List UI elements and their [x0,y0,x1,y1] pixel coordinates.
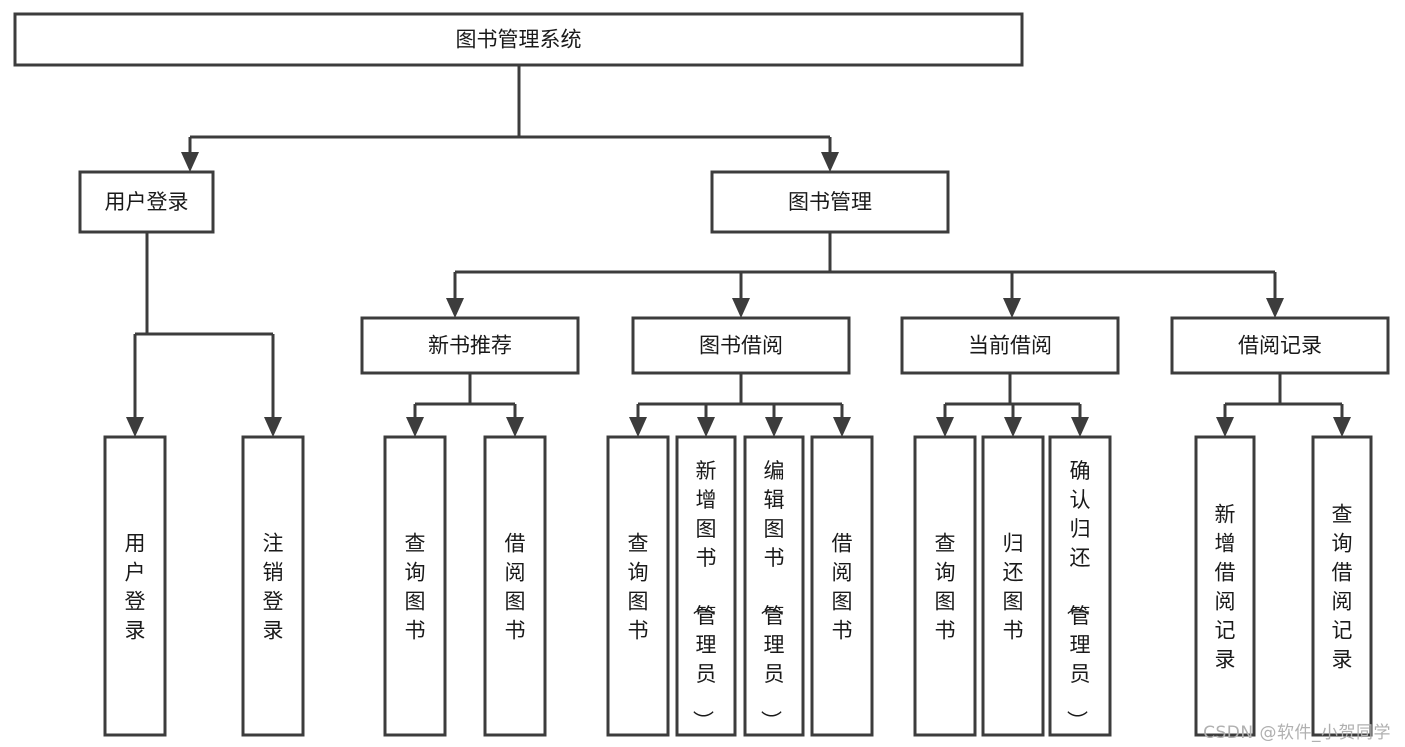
node-box[interactable] [810,435,874,737]
node-leaf-borrow-book[interactable]: 借阅图书 [810,435,874,737]
node-label: 查询图书 [628,532,649,643]
connector-layer [126,65,1351,437]
node-leaf-confirm-return[interactable]: 确认归还（管理员） [1048,435,1112,737]
node-label: 当前借阅 [968,334,1052,358]
node-label: 图书借阅 [699,334,783,358]
node-label: 新书推荐 [428,334,512,358]
node-label: 借阅图书 [832,532,853,643]
node-box[interactable] [900,316,1120,375]
arrow-head-icon [181,152,199,172]
connector-group-book-management-bus [446,232,1284,318]
node-leaf-user-login[interactable]: 用户登录 [103,435,167,737]
node-box[interactable] [981,435,1045,737]
arrow-head-icon [1004,417,1022,437]
node-box[interactable] [103,435,167,737]
node-box[interactable] [483,435,547,737]
node-layer: 图书管理系统用户登录图书管理新书推荐图书借阅当前借阅借阅记录用户登录注销登录查询… [13,12,1390,737]
node-leaf-query-book-borrow[interactable]: 查询图书 [606,435,670,737]
node-book-management[interactable]: 图书管理 [710,170,950,234]
arrow-head-icon [1266,298,1284,318]
node-box[interactable] [710,170,950,234]
arrow-head-icon [765,417,783,437]
node-new-book-recommend[interactable]: 新书推荐 [360,316,580,375]
node-box[interactable] [383,435,447,737]
arrow-head-icon [821,152,839,172]
arrow-head-icon [1333,417,1351,437]
node-box[interactable] [1048,435,1112,737]
node-label: 用户登录 [105,190,189,214]
node-user-login[interactable]: 用户登录 [78,170,215,234]
node-box[interactable] [1311,435,1373,737]
arrow-head-icon [446,298,464,318]
node-label: 用户登录 [125,532,146,643]
node-leaf-logout[interactable]: 注销登录 [241,435,305,737]
node-box[interactable] [1170,316,1390,375]
arrow-head-icon [732,298,750,318]
node-current-borrow[interactable]: 当前借阅 [900,316,1120,375]
node-box[interactable] [241,435,305,737]
node-box[interactable] [743,435,805,737]
node-box[interactable] [606,435,670,737]
node-box[interactable] [78,170,215,234]
node-box[interactable] [360,316,580,375]
arrow-head-icon [126,417,144,437]
connector-group-root-bus [181,65,839,172]
node-book-borrow[interactable]: 图书借阅 [631,316,851,375]
node-leaf-query-book-current[interactable]: 查询图书 [913,435,977,737]
node-label: 查询图书 [405,532,426,643]
node-label: 借阅记录 [1238,334,1322,358]
node-box[interactable] [675,435,737,737]
node-label: 借阅图书 [505,532,526,643]
connector-group-user-login-bus [126,232,282,437]
arrow-head-icon [1071,417,1089,437]
node-box[interactable] [13,12,1024,67]
node-leaf-query-borrow-record[interactable]: 查询借阅记录 [1311,435,1373,737]
node-leaf-query-book-recommend[interactable]: 查询图书 [383,435,447,737]
node-label: 新增图书（管理员） [691,459,717,731]
node-label: 图书管理系统 [456,28,582,52]
node-label: 确认归还（管理员） [1065,459,1091,731]
arrow-head-icon [406,417,424,437]
node-leaf-add-book[interactable]: 新增图书（管理员） [675,435,737,737]
arrow-head-icon [629,417,647,437]
node-box[interactable] [1194,435,1256,737]
node-box[interactable] [631,316,851,375]
node-label: 查询借阅记录 [1332,503,1353,672]
node-leaf-edit-book[interactable]: 编辑图书（管理员） [743,435,805,737]
connector-group-borrow-record-bus [1216,373,1351,437]
node-box[interactable] [913,435,977,737]
arrow-head-icon [936,417,954,437]
node-label: 编辑图书（管理员） [759,459,785,731]
arrow-head-icon [1003,298,1021,318]
connector-group-current-borrow-bus [936,373,1089,437]
node-leaf-add-borrow-record[interactable]: 新增借阅记录 [1194,435,1256,737]
node-label: 注销登录 [263,532,284,643]
node-label: 图书管理 [788,190,872,214]
connector-group-new-book-recommend-bus [406,373,524,437]
node-label: 新增借阅记录 [1215,503,1236,672]
watermark: CSDN @软件_小贺同学 [1203,723,1391,743]
node-label: 归还图书 [1003,532,1024,643]
node-borrow-record[interactable]: 借阅记录 [1170,316,1390,375]
arrow-head-icon [506,417,524,437]
arrow-head-icon [833,417,851,437]
connector-group-book-borrow-bus [629,373,851,437]
node-leaf-return-book[interactable]: 归还图书 [981,435,1045,737]
arrow-head-icon [1216,417,1234,437]
arrow-head-icon [264,417,282,437]
node-leaf-borrow-book-recommend[interactable]: 借阅图书 [483,435,547,737]
node-label: 查询图书 [935,532,956,643]
arrow-head-icon [697,417,715,437]
node-root[interactable]: 图书管理系统 [13,12,1024,67]
